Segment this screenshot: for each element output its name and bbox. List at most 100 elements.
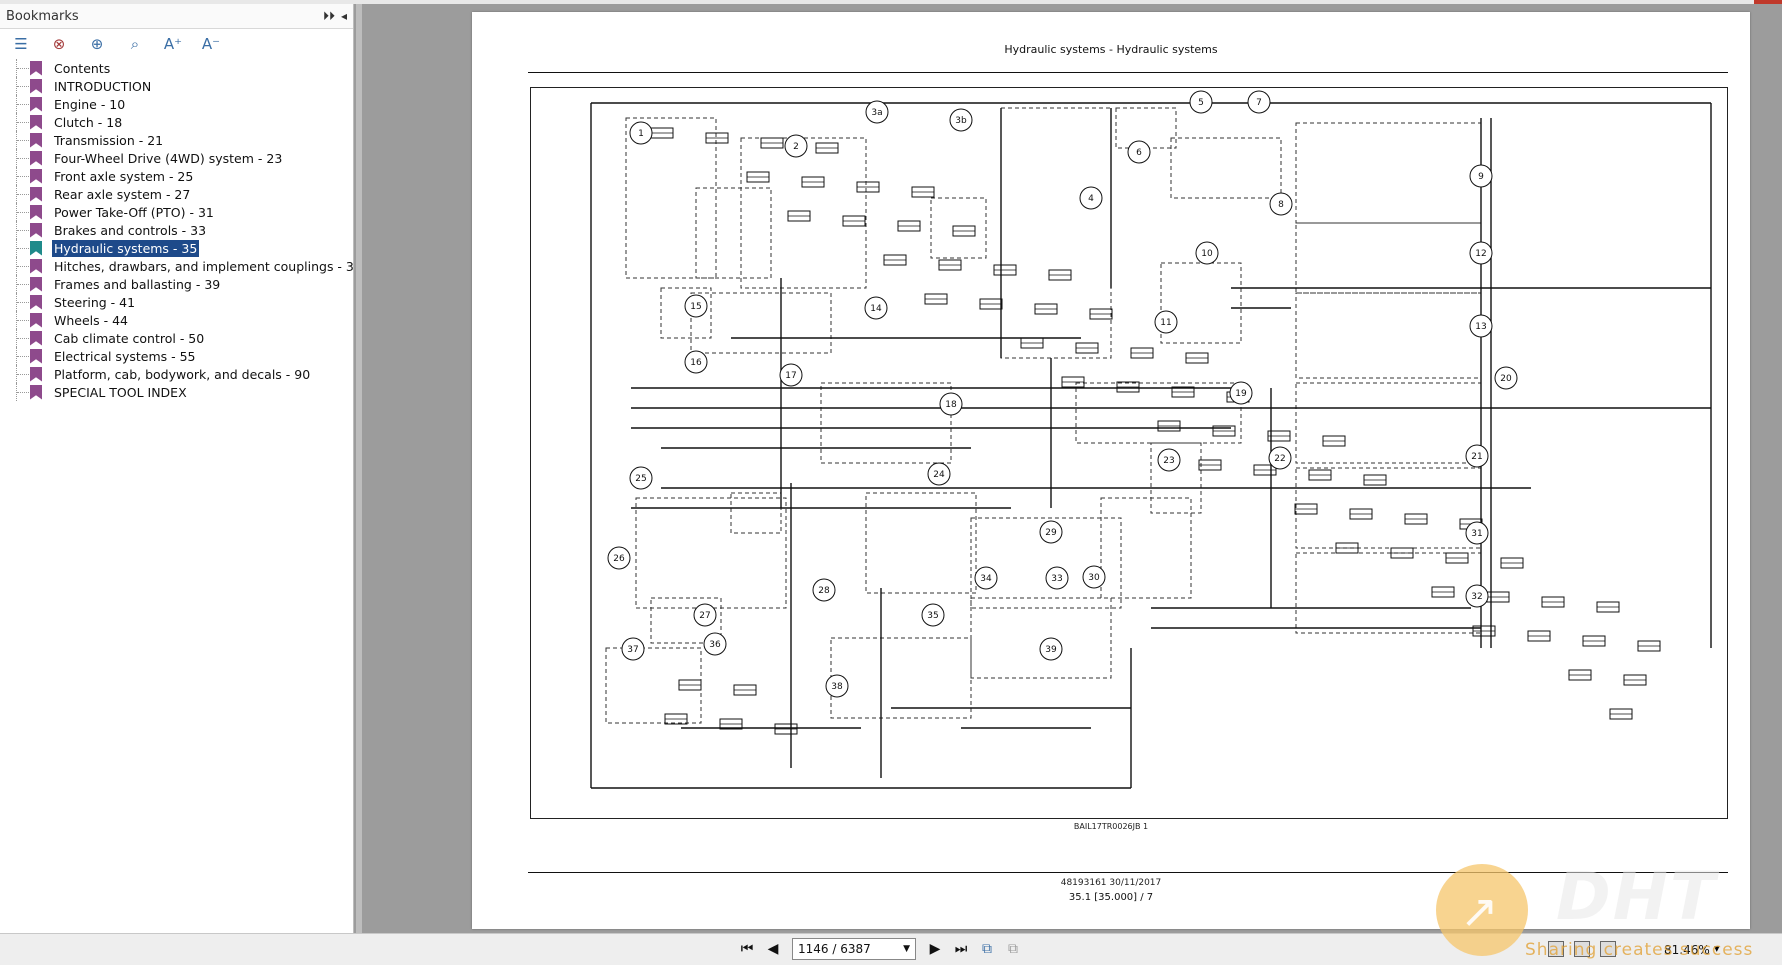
watermark-logo-circle: [1436, 864, 1528, 956]
watermark-tagline: Sharing creates success: [1525, 940, 1754, 960]
last-page-icon[interactable]: ⏭: [954, 941, 968, 957]
bookmark-item[interactable]: Four-Wheel Drive (4WD) system - 23: [12, 149, 353, 167]
callout-label: 37: [627, 645, 638, 655]
bookmark-item[interactable]: Front axle system - 25: [12, 167, 353, 185]
bookmark-icon: [30, 331, 42, 346]
next-page-icon[interactable]: ▶: [929, 941, 941, 957]
bookmark-label: Engine - 10: [54, 96, 126, 112]
bookmark-item[interactable]: Contents: [12, 59, 353, 77]
bookmark-icon: [30, 241, 42, 256]
bookmark-item[interactable]: Hitches, drawbars, and implement couplin…: [12, 257, 362, 275]
add-bookmark-icon[interactable]: ⊕: [90, 35, 104, 53]
callout-label: 22: [1274, 454, 1285, 464]
previous-page-icon[interactable]: ◀: [767, 941, 779, 957]
callout-label: 30: [1088, 573, 1100, 583]
continuous-view-icon[interactable]: [1574, 941, 1590, 957]
bookmark-item[interactable]: Wheels - 44: [12, 311, 353, 329]
callout-label: 16: [690, 358, 702, 368]
callout-circle: [621, 637, 645, 661]
single-page-view-icon[interactable]: [1548, 941, 1564, 957]
callout-label: 39: [1045, 645, 1057, 655]
component-outline: [1295, 382, 1482, 464]
expand-panel-icon[interactable]: ⏵⏵: [322, 8, 335, 23]
component-outline: [1075, 382, 1242, 444]
bookmark-item[interactable]: INTRODUCTION: [12, 77, 353, 95]
component-outline: [660, 287, 712, 339]
callout-circle: [1469, 241, 1493, 265]
callout-label: 23: [1163, 456, 1174, 466]
bookmark-item[interactable]: Transmission - 21: [12, 131, 353, 149]
callout-label: 10: [1201, 249, 1213, 259]
bookmark-label: Brakes and controls - 33: [54, 222, 207, 238]
component-outline: [1170, 137, 1282, 199]
callout-label: 11: [1160, 318, 1171, 328]
component-outline: [695, 187, 772, 279]
callout-label: 28: [818, 586, 830, 596]
component-outline: [605, 647, 702, 724]
component-outline: [1000, 107, 1112, 359]
tree-guide-line: [16, 59, 31, 77]
zoom-dropdown-icon[interactable]: ▾: [1714, 942, 1720, 955]
callout-circle: [693, 603, 717, 627]
footer-page-number: 35.1 [35.000] / 7: [1068, 892, 1154, 903]
bookmark-icon: [30, 79, 42, 94]
previous-view-icon[interactable]: ⧉: [982, 941, 992, 957]
component-outline: [625, 117, 717, 279]
collapse-panel-icon[interactable]: ◂: [340, 8, 347, 23]
callout-label: 14: [870, 304, 882, 314]
component-outline: [1100, 497, 1192, 599]
find-bookmark-icon[interactable]: ⌕: [130, 35, 140, 53]
callout-circle: [703, 632, 727, 656]
bookmark-options-icon[interactable]: ☰: [14, 35, 28, 53]
bookmark-item[interactable]: SPECIAL TOOL INDEX: [12, 383, 353, 401]
bookmark-item[interactable]: Steering - 41: [12, 293, 353, 311]
bookmark-item[interactable]: Brakes and controls - 33: [12, 221, 353, 239]
tree-guide-line: [16, 77, 31, 95]
tree-guide-line: [16, 239, 31, 257]
panel-splitter[interactable]: [356, 4, 362, 933]
facing-view-icon[interactable]: [1600, 941, 1616, 957]
bookmark-item[interactable]: Frames and ballasting - 39: [12, 275, 353, 293]
callout-circle: [949, 108, 973, 132]
bookmark-item[interactable]: Platform, cab, bodywork, and decals - 90: [12, 365, 353, 383]
callout-label: 34: [980, 574, 992, 584]
tree-guide-line: [16, 257, 31, 275]
callout-label: 7: [1256, 98, 1262, 108]
callout-circle: [684, 294, 708, 318]
next-view-icon[interactable]: ⧉: [1008, 941, 1018, 957]
callout-label: 9: [1478, 172, 1484, 182]
bookmark-item[interactable]: Cab climate control - 50: [12, 329, 353, 347]
bookmark-icon: [30, 259, 42, 274]
chevron-down-icon[interactable]: ▼: [903, 944, 910, 954]
bookmark-icon: [30, 349, 42, 364]
callout-label: 13: [1475, 322, 1486, 332]
zoom-level[interactable]: 81.46%: [1664, 943, 1710, 957]
bookmark-item[interactable]: Power Take-Off (PTO) - 31: [12, 203, 353, 221]
callout-circle: [1195, 241, 1219, 265]
first-page-icon[interactable]: ⏮: [740, 941, 754, 957]
tree-guide-line: [16, 203, 31, 221]
bookmark-label: Rear axle system - 27: [54, 186, 191, 202]
decrease-text-size-icon[interactable]: A⁻: [201, 35, 221, 53]
callout-circle: [1268, 446, 1292, 470]
bookmark-item[interactable]: Engine - 10: [12, 95, 353, 113]
bookmark-item[interactable]: Hydraulic systems - 35: [12, 239, 353, 257]
callout-circle: [921, 603, 945, 627]
bookmark-item[interactable]: Rear axle system - 27: [12, 185, 353, 203]
delete-bookmark-icon[interactable]: ⊗: [52, 35, 66, 53]
window-close-strip[interactable]: [1754, 0, 1782, 4]
bookmark-label: Hitches, drawbars, and implement couplin…: [54, 258, 362, 274]
bookmark-item[interactable]: Electrical systems - 55: [12, 347, 353, 365]
callout-label: 20: [1500, 374, 1512, 384]
bookmark-icon: [30, 115, 42, 130]
bookmark-label: Electrical systems - 55: [54, 348, 196, 364]
page-number-field[interactable]: 1146 / 6387▼: [792, 938, 916, 960]
bookmark-item[interactable]: Clutch - 18: [12, 113, 353, 131]
callout-label: 29: [1045, 528, 1057, 538]
increase-text-size-icon[interactable]: A⁺: [163, 35, 183, 53]
callout-label: 18: [945, 400, 957, 410]
callout-circle: [1079, 186, 1103, 210]
callout-circle: [1465, 521, 1489, 545]
view-mode-icons: [1548, 941, 1616, 957]
callout-circle: [1189, 90, 1213, 114]
